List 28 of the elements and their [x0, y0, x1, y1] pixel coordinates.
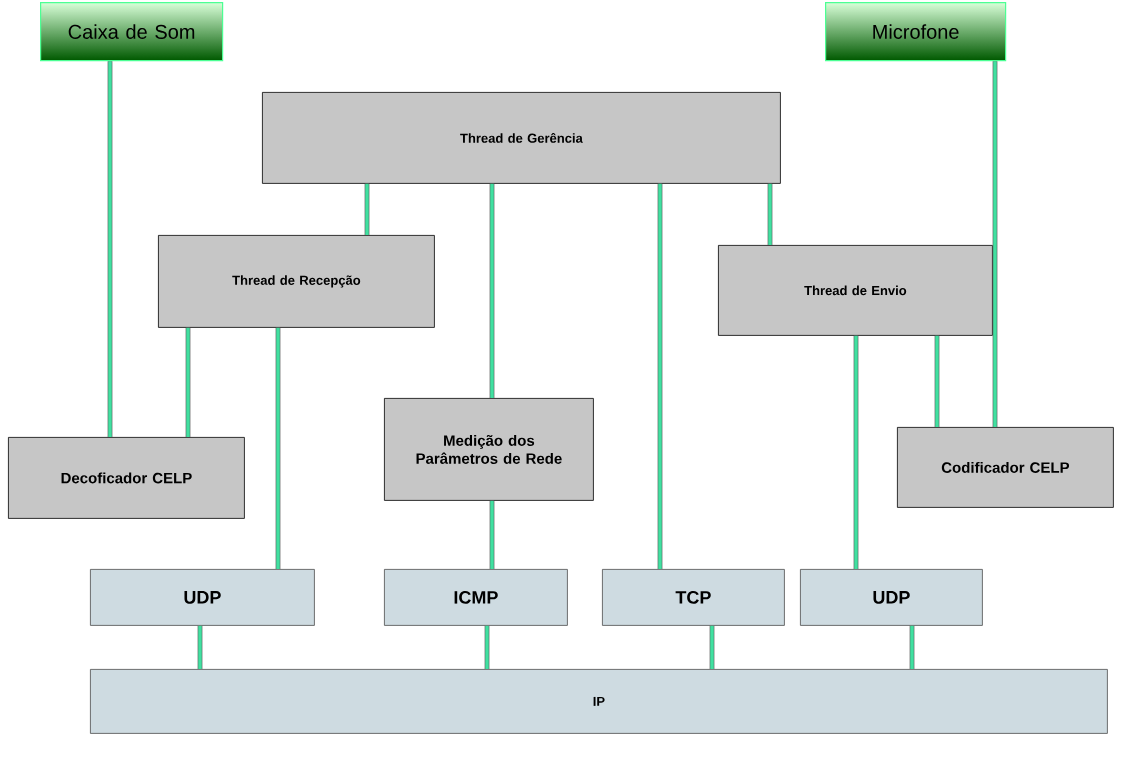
module-box: Thread de Gerência	[262, 92, 781, 184]
connector-line	[853, 335, 859, 569]
device-box: Caixa de Som	[40, 2, 224, 62]
connector-line	[185, 327, 191, 437]
connector-line	[992, 61, 998, 427]
connector-line	[364, 183, 370, 235]
connector-line	[657, 183, 663, 569]
protocol-box: ICMP	[384, 569, 568, 626]
connector-line	[489, 500, 495, 569]
connector-line	[909, 625, 915, 669]
connector-line	[197, 625, 203, 669]
module-box: Codificador CELP	[897, 427, 1114, 508]
protocol-box: UDP	[800, 569, 983, 626]
device-box: Microfone	[825, 2, 1007, 62]
protocol-box: TCP	[602, 569, 785, 626]
module-box: Decoficador CELP	[8, 437, 245, 519]
module-box: Thread de Recepção	[158, 235, 435, 328]
connector-line	[484, 625, 490, 669]
connector-line	[767, 183, 773, 245]
connector-line	[275, 327, 281, 569]
module-box: Thread de Envio	[718, 245, 993, 336]
protocol-box: IP	[90, 669, 1108, 734]
module-box: Medição dos Parâmetros de Rede	[384, 398, 594, 501]
protocol-box: UDP	[90, 569, 315, 626]
connector-line	[107, 61, 113, 437]
connector-line	[934, 335, 940, 427]
connector-line	[709, 625, 715, 669]
connector-line	[489, 183, 495, 398]
